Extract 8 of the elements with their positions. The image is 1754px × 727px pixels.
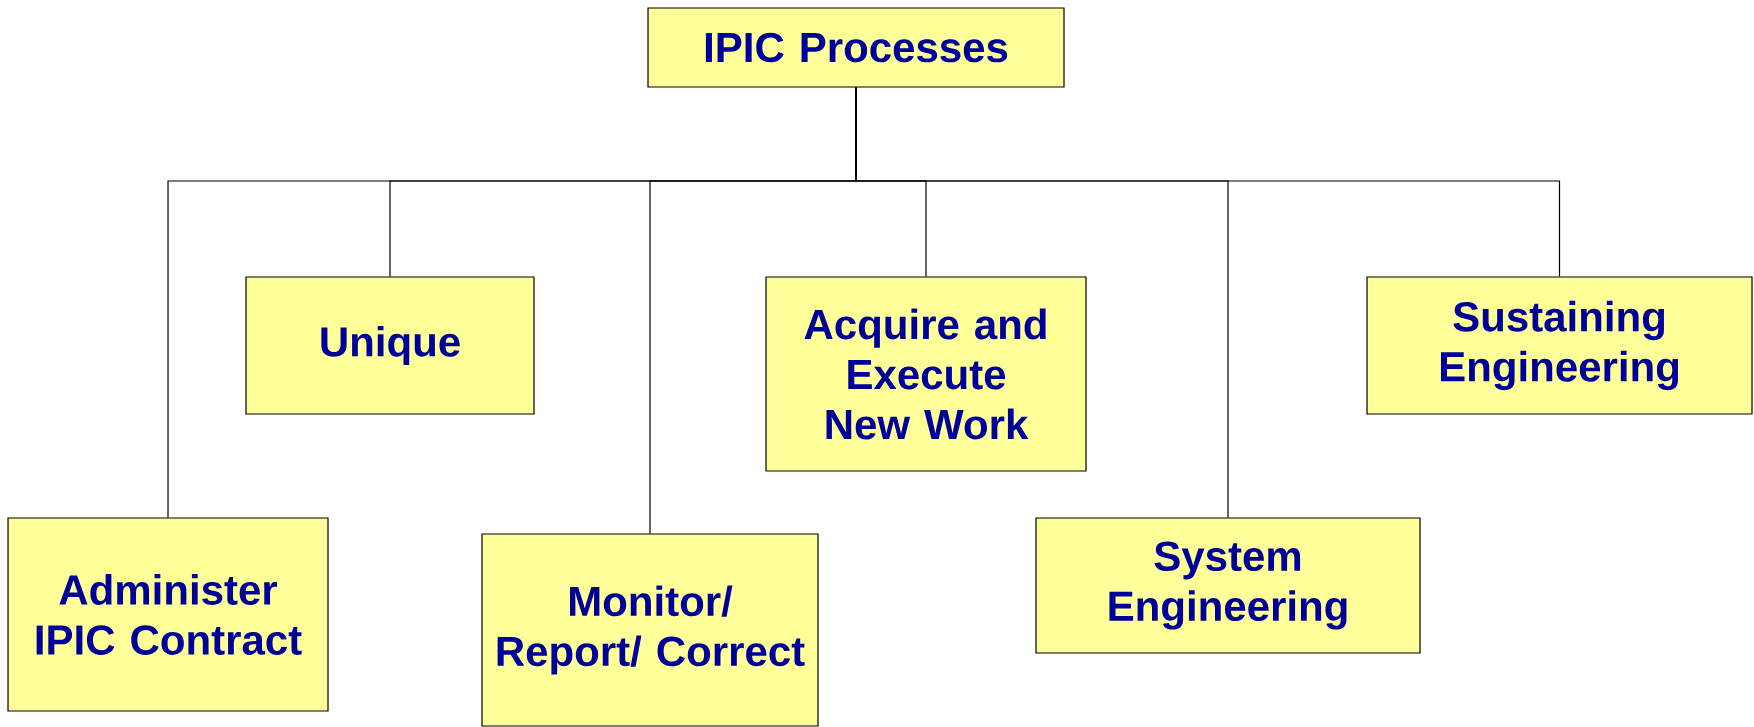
process-box: Sustaining Engineering bbox=[1366, 276, 1753, 415]
process-box: Unique bbox=[245, 276, 535, 415]
process-box: Administer IPIC Contract bbox=[7, 517, 329, 712]
process-box: System Engineering bbox=[1035, 517, 1421, 654]
process-box: Acquire and Execute New Work bbox=[765, 276, 1087, 472]
connector-line bbox=[855, 87, 1561, 277]
process-box: IPIC Processes bbox=[647, 7, 1065, 88]
process-box: Monitor/ Report/ Correct bbox=[481, 533, 819, 727]
